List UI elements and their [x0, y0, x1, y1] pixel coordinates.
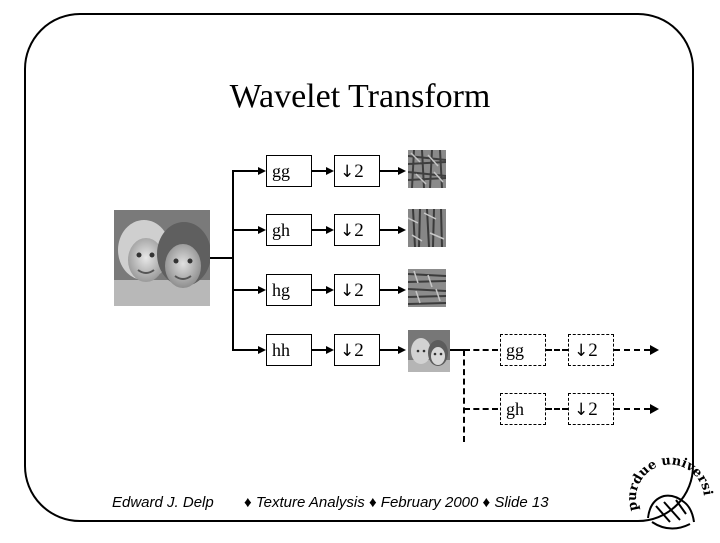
- arrow-head: [326, 167, 334, 175]
- filter-label: gh: [272, 220, 290, 240]
- university-seal-logo: purdue university: [619, 437, 716, 538]
- slide-title: Wavelet Transform: [229, 78, 491, 115]
- link-wire: [312, 289, 326, 291]
- down-arrow-icon: ↓: [574, 400, 589, 420]
- downsample-factor: 2: [588, 399, 598, 420]
- filter-box: gh: [500, 393, 546, 425]
- down-arrow-icon: ↓: [574, 341, 589, 361]
- link-wire: [380, 349, 398, 351]
- arrow-head: [398, 226, 406, 234]
- filter-label: hg: [272, 280, 290, 300]
- link-wire: [312, 170, 326, 172]
- arrow-head: [258, 286, 266, 294]
- arrow-head: [326, 346, 334, 354]
- seal-text: purdue university: [624, 448, 715, 512]
- arrow-head: [398, 286, 406, 294]
- filter-box: hg: [266, 274, 312, 306]
- branch-wire: [232, 289, 258, 291]
- link-wire: [380, 229, 398, 231]
- arrow-head: [398, 346, 406, 354]
- down-arrow-icon: ↓: [340, 162, 355, 182]
- dashed-wire: [614, 349, 650, 351]
- branch-wire: [232, 229, 258, 231]
- link-wire: [380, 289, 398, 291]
- filter-label: gg: [272, 161, 290, 181]
- dashed-wire: [464, 408, 498, 410]
- arrow-head: [258, 226, 266, 234]
- downsample-box: ↓2: [334, 214, 380, 246]
- link-wire: [312, 229, 326, 231]
- arrow-head: [326, 286, 334, 294]
- arrow-head: [258, 346, 266, 354]
- filter-box: gh: [266, 214, 312, 246]
- branch-wire: [232, 349, 258, 351]
- slide-frame: [24, 13, 694, 522]
- dashed-wire: [546, 349, 568, 351]
- footer-author: Edward J. Delp: [112, 494, 214, 511]
- link-wire: [312, 349, 326, 351]
- diamond-icon: ♦: [244, 494, 252, 511]
- down-arrow-icon: ↓: [340, 281, 355, 301]
- diamond-icon: ♦: [482, 494, 491, 511]
- arrow-head: [258, 167, 266, 175]
- input-wire: [210, 257, 233, 259]
- branch-bus: [232, 170, 234, 350]
- downsample-box: ↓2: [334, 155, 380, 187]
- downsample-box: ↓2: [568, 393, 614, 425]
- dashed-wire: [614, 408, 650, 410]
- arrow-head: [398, 167, 406, 175]
- downsample-box: ↓2: [568, 334, 614, 366]
- filter-box: gg: [266, 155, 312, 187]
- filter-box: gg: [500, 334, 546, 366]
- arrow-head: [326, 226, 334, 234]
- footer-slide-number: Slide 13: [494, 494, 549, 511]
- downsample-factor: 2: [354, 340, 364, 361]
- input-photo: [114, 210, 210, 306]
- filter-label: hh: [272, 340, 290, 360]
- filter-label: gh: [506, 399, 524, 419]
- filter-label: gg: [506, 340, 524, 360]
- down-arrow-icon: ↓: [340, 221, 355, 241]
- footer-info: ♦ Texture Analysis ♦ February 2000 ♦ Sli…: [244, 494, 549, 511]
- arrow-head: [650, 345, 659, 355]
- down-arrow-icon: ↓: [340, 341, 355, 361]
- branch-wire: [232, 170, 258, 172]
- footer-date: February 2000: [380, 494, 479, 511]
- dashed-wire: [464, 349, 498, 351]
- subband-image: [408, 209, 446, 247]
- downsample-box: ↓2: [334, 274, 380, 306]
- diamond-icon: ♦: [368, 494, 377, 511]
- footer-course: Texture Analysis: [255, 494, 365, 511]
- link-wire: [380, 170, 398, 172]
- downsample-box: ↓2: [334, 334, 380, 366]
- downsample-factor: 2: [354, 161, 364, 182]
- arrow-head: [650, 404, 659, 414]
- level2-bus: [463, 350, 465, 442]
- filter-box: hh: [266, 334, 312, 366]
- subband-image: [408, 269, 446, 307]
- downsample-factor: 2: [354, 280, 364, 301]
- hh-output-wire: [450, 349, 464, 351]
- subband-image: [408, 330, 450, 372]
- subband-image: [408, 150, 446, 188]
- downsample-factor: 2: [354, 220, 364, 241]
- dashed-wire: [546, 408, 568, 410]
- downsample-factor: 2: [588, 340, 598, 361]
